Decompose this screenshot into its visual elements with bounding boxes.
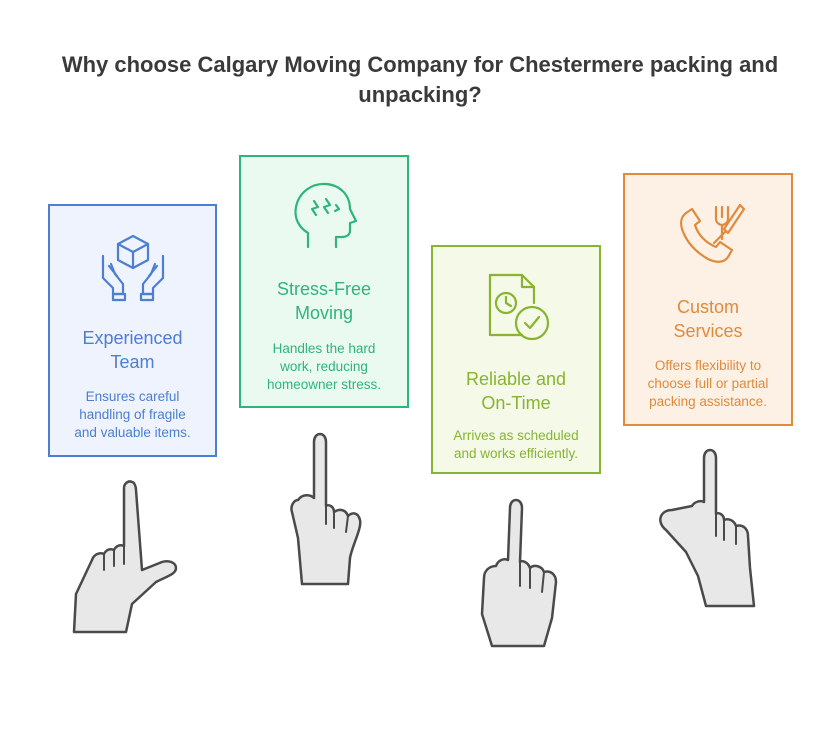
hands-box-icon	[101, 234, 164, 302]
card-stress-free-moving: Stress-Free Moving Handles the hard work…	[239, 155, 409, 408]
pointing-hand-icon	[72, 480, 178, 634]
head-icon	[294, 182, 358, 249]
phone-utensils-icon	[679, 203, 746, 263]
card-description: Offers flexibility to choose full or par…	[647, 358, 769, 409]
page-title: Why choose Calgary Moving Company for Ch…	[61, 52, 779, 107]
card-description: Handles the hard work, reducing homeowne…	[266, 341, 382, 392]
card-experienced-team: Experienced Team Ensures careful handlin…	[48, 204, 217, 457]
card-heading: Experienced Team	[82, 328, 183, 372]
card-custom-services: Custom Services Offers flexibility to ch…	[623, 173, 793, 426]
card-description: Arrives as scheduled and works efficient…	[453, 428, 579, 461]
clock-check-document-icon	[488, 273, 550, 341]
card-description: Ensures careful handling of fragile and …	[74, 389, 191, 440]
card-heading: Custom Services	[673, 297, 743, 341]
card-heading: Stress-Free Moving	[276, 279, 372, 323]
card-reliable-on-time: Reliable and On-Time Arrives as schedule…	[431, 245, 601, 474]
pointing-hand-icon	[480, 498, 558, 648]
pointing-hand-icon	[290, 432, 362, 586]
card-heading: Reliable and On-Time	[465, 369, 567, 413]
pointing-hand-icon	[659, 448, 756, 608]
